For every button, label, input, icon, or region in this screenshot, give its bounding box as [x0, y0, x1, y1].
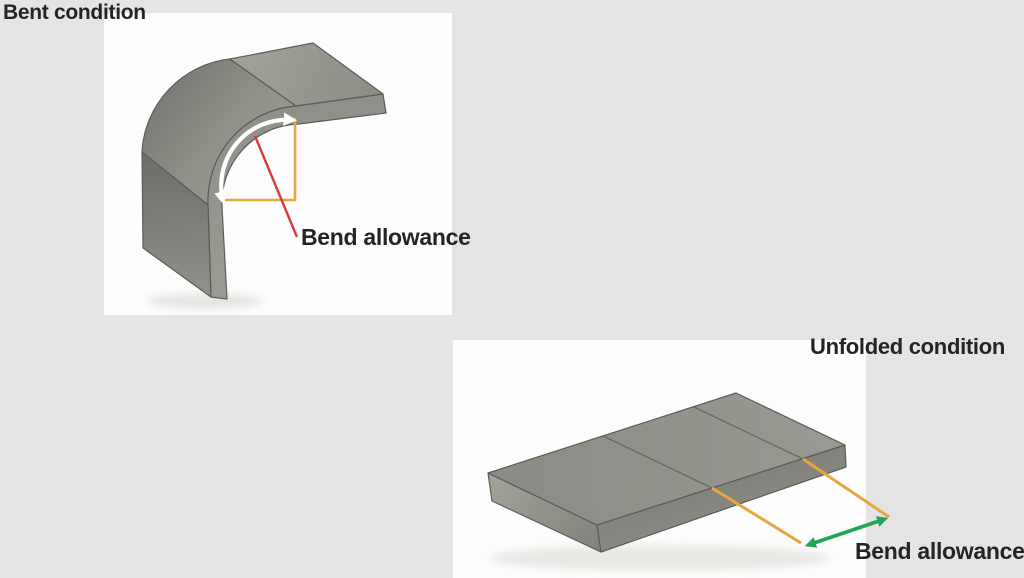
unfolded-sheet-shadow	[490, 545, 830, 571]
unfolded-condition-label: Unfolded condition	[810, 334, 1006, 359]
bend-region-line-left	[602, 435, 713, 489]
bent-sheet-top-face	[229, 42, 384, 107]
bend-allowance-label-unfolded: Bend allowance	[855, 538, 1024, 564]
bend-allowance-leader-line	[253, 135, 299, 238]
bend-allowance-label-bent: Bend allowance	[301, 224, 471, 250]
extension-line-left	[711, 486, 802, 545]
unfolded-sheet-top-face	[487, 392, 846, 526]
bend-region-line-right	[693, 406, 804, 460]
extension-line-right	[802, 457, 890, 519]
bent-condition-label: Bent condition	[3, 1, 146, 24]
bend-allowance-arc-arrow	[214, 112, 298, 205]
bend-allowance-dimension-arrow	[804, 516, 889, 548]
bent-sheet-lower-flange-face	[141, 151, 212, 298]
bent-sheet-shadow	[147, 293, 263, 309]
unfolded-sheet-illustration	[487, 392, 847, 571]
